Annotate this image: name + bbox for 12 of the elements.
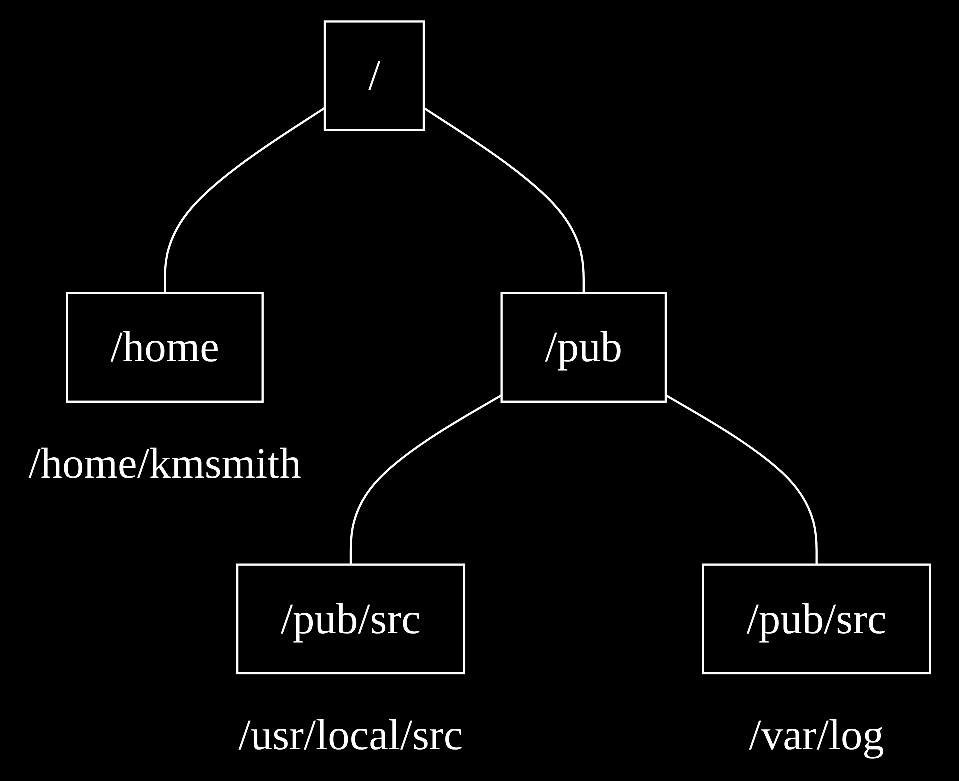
directory-name: /pub/src (746, 593, 887, 646)
path-caption: /var/log (749, 712, 884, 760)
path-caption: /usr/local/src (238, 712, 464, 760)
directory-name: /pub (545, 322, 623, 374)
connector-line (164, 107, 326, 294)
connector-line (350, 394, 502, 565)
connector-line (423, 107, 585, 294)
directory-name: /pub/src (280, 593, 421, 646)
directory-name: /home (110, 322, 220, 374)
path-caption: /home/kmsmith (28, 440, 302, 488)
directory-name: / (368, 50, 381, 102)
connector-line (665, 394, 818, 565)
